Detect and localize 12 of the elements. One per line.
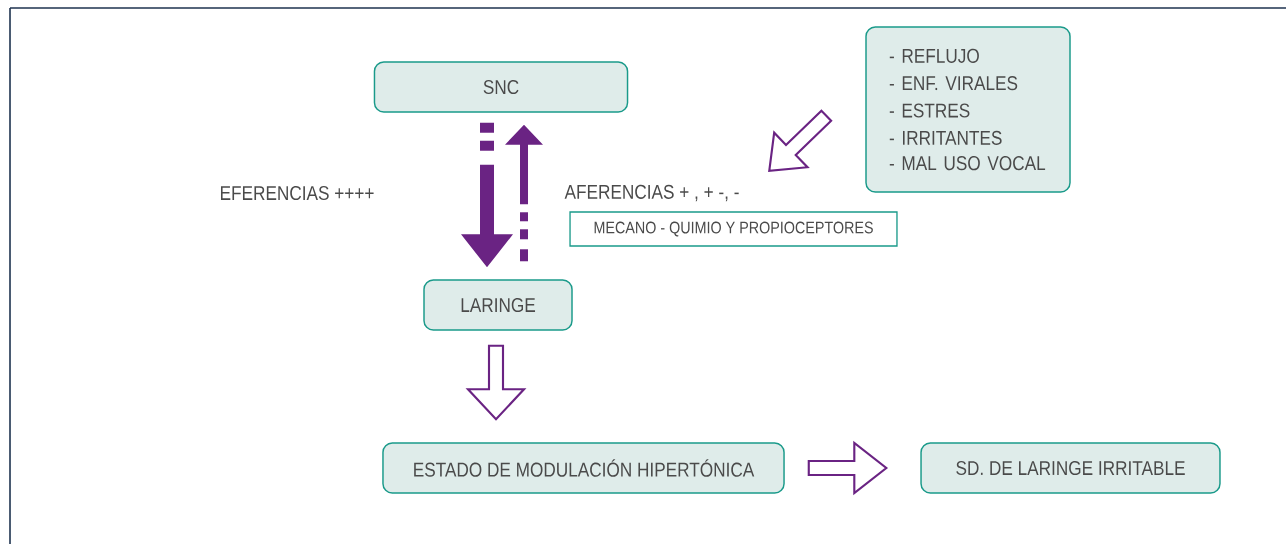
block-arrow — [465, 344, 527, 421]
process-box: ESTADO DE MODULACIÓN HIPERTÓNICA — [382, 442, 785, 494]
process-box: SNC — [373, 61, 629, 113]
block-arrow — [807, 440, 889, 496]
block-arrow — [505, 124, 543, 262]
block-arrow — [768, 109, 833, 172]
list-box: - REFLUJO - ENF. VIRALES - ESTRES - IRRITANTES - MAL USO VOCAL — [865, 26, 1071, 193]
block-arrow — [461, 122, 513, 268]
annotation-text: EFERENCIAS ++++ — [221, 185, 374, 201]
process-box: SD. DE LARINGE IRRITABLE — [920, 442, 1221, 494]
process-box: LARINGE — [423, 279, 573, 331]
label-box: MECANO - QUIMIO Y PROPIOCEPTORES — [569, 211, 898, 247]
